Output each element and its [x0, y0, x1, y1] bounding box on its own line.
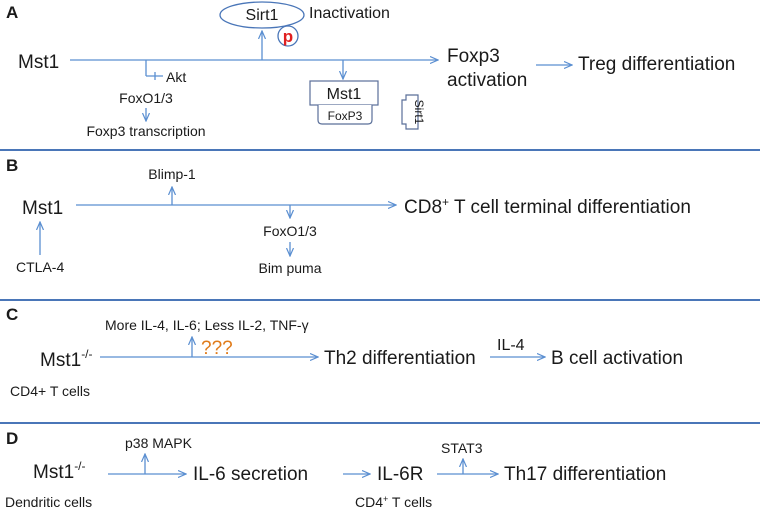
mst1-ko-label-c: Mst1-/- — [40, 347, 93, 371]
mst1-c: Mst1 — [40, 350, 81, 371]
cd8-prefix: CD8 — [404, 197, 442, 218]
mst1-label-b: Mst1 — [22, 198, 63, 219]
mst1-d: Mst1 — [33, 462, 74, 483]
sirt1-small-label: Sirt1 — [412, 100, 426, 125]
th17-label: Th17 differentiation — [504, 464, 666, 485]
panel-d: D p38 MAPK Mst1-/- Dendritic cells IL-6 … — [5, 429, 666, 510]
blimp1-label: Blimp-1 — [148, 166, 196, 182]
ctla4-label: CTLA-4 — [16, 259, 64, 275]
sirt1-label: Sirt1 — [246, 7, 279, 24]
panel-b-letter: B — [6, 156, 18, 175]
sirt1-small-shape — [401, 94, 419, 130]
foxo13-label-b: FoxO1/3 — [263, 223, 317, 239]
panel-a-letter: A — [6, 3, 18, 22]
stat3-label: STAT3 — [441, 440, 483, 456]
question-marks: ??? — [201, 338, 233, 359]
cd8-terminal-label: CD8+ T cell terminal differentiation — [404, 195, 691, 218]
treg-label: Treg differentiation — [578, 54, 735, 75]
phosphorylation-label: p — [283, 27, 293, 46]
il4-label: IL-4 — [497, 337, 525, 354]
th2-label: Th2 differentiation — [324, 348, 476, 369]
il6-secretion-label: IL-6 secretion — [193, 464, 308, 485]
mst1-ko-label-d: Mst1-/- — [33, 459, 86, 483]
foxp3-transcription-label: Foxp3 transcription — [86, 123, 205, 139]
phosphorylation-circle — [277, 25, 299, 47]
complex-foxp3-label: FoxP3 — [328, 109, 363, 123]
activation-label: activation — [447, 70, 527, 91]
cd4-cells-label-d: CD4+ T cells — [355, 494, 432, 510]
panel-c: C More IL-4, IL-6; Less IL-2, TNF-γ ??? … — [6, 305, 683, 399]
cytokine-change-label: More IL-4, IL-6; Less IL-2, TNF-γ — [105, 317, 309, 333]
cd4-rest-d: T cells — [388, 494, 432, 510]
foxo13-label-a: FoxO1/3 — [119, 90, 173, 106]
cd4-cells-label-c: CD4+ T cells — [10, 383, 90, 399]
panel-b: B Blimp-1 Mst1 CTLA-4 FoxO1/3 Bim puma C… — [6, 156, 691, 276]
mst1-d-sup: -/- — [74, 459, 85, 473]
p38-label: p38 MAPK — [125, 435, 193, 451]
sirt1-ellipse — [219, 1, 305, 29]
cd4-sup-d: + — [383, 494, 388, 504]
cd8-rest: T cell terminal differentiation — [449, 197, 691, 218]
foxp3-label: Foxp3 — [447, 46, 500, 67]
cd4-prefix-d: CD4 — [355, 494, 383, 510]
panel-c-letter: C — [6, 305, 18, 324]
dendritic-cells-label: Dendritic cells — [5, 494, 92, 510]
mst1-label-a: Mst1 — [18, 52, 59, 73]
mst1-complex-box — [309, 80, 379, 106]
mst1-c-sup: -/- — [81, 347, 92, 361]
bim-puma-label: Bim puma — [258, 260, 321, 276]
inactivation-label: Inactivation — [309, 5, 390, 22]
foxp3-complex-shape — [317, 105, 373, 125]
cd8-sup: + — [442, 195, 449, 209]
panel-d-letter: D — [6, 429, 18, 448]
panel-a: A Sirt1 Inactivation p Mst1 Akt FoxO1/3 … — [6, 1, 735, 139]
akt-label: Akt — [166, 69, 186, 85]
complex-mst1-label: Mst1 — [327, 86, 362, 103]
il6r-label: IL-6R — [377, 464, 423, 485]
bcell-label: B cell activation — [551, 348, 683, 369]
